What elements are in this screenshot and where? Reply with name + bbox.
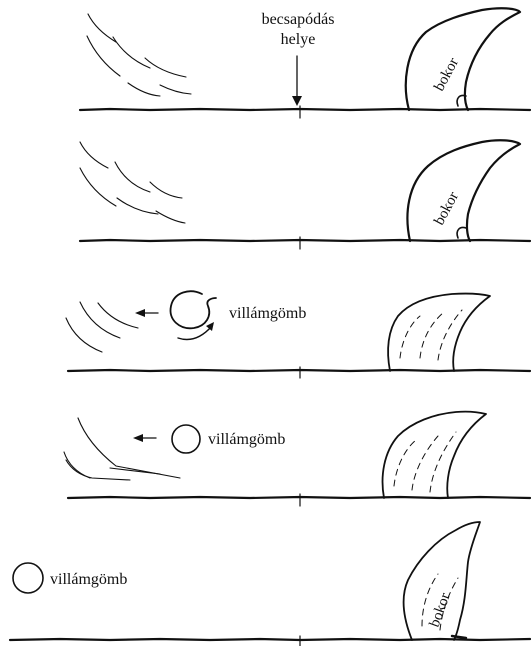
impact-label-line2: helye — [281, 31, 316, 48]
ball-lightning-label: villámgömb — [208, 431, 285, 448]
wind-lines — [80, 142, 185, 223]
panel-3: villámgömb — [66, 291, 530, 378]
bush-shape — [407, 140, 520, 241]
ball-lightning-label: villámgömb — [50, 571, 127, 588]
wind-lines — [66, 302, 138, 352]
panel-1: becsapódás helye bokor — [80, 8, 530, 118]
ground-line — [68, 370, 530, 371]
bush-label: bokor — [427, 591, 454, 629]
impact-label-line1: becsapódás — [262, 11, 335, 28]
wind-lines — [87, 14, 191, 96]
ball-lightning-label: villámgömb — [229, 305, 306, 322]
ground-line — [68, 497, 530, 498]
panel-5: villámgömb bokor — [10, 522, 530, 646]
ball-lightning-circle-icon — [13, 563, 43, 593]
panel-4: villámgömb — [64, 412, 530, 506]
ball-lightning-spiral-icon — [171, 291, 216, 339]
bush-shape-scorched — [383, 412, 486, 498]
bush-shape-scorched — [388, 294, 490, 371]
wind-lines — [64, 418, 180, 480]
bush-label: bokor — [431, 55, 462, 93]
motion-arrow-left — [133, 434, 156, 442]
ground-line — [80, 109, 530, 110]
ground-line — [80, 240, 530, 241]
impact-arrow — [292, 56, 302, 106]
motion-arrow-left — [135, 309, 158, 317]
bush-shape — [406, 8, 520, 110]
ball-lightning-circle-icon — [172, 425, 200, 453]
ground-line — [10, 639, 530, 640]
panel-2: bokor — [80, 140, 530, 249]
bush-label: bokor — [431, 189, 462, 227]
